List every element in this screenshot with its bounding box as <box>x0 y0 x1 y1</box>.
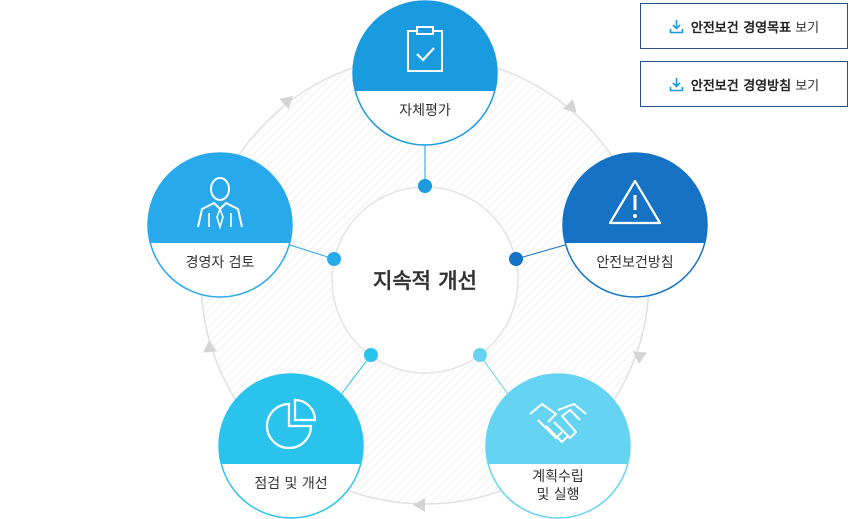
download-icon <box>669 77 684 92</box>
node-review: 경영자 검토 <box>147 152 293 298</box>
node-label: 안전보건방침 <box>596 255 673 271</box>
ring-arrow-icon <box>413 498 425 512</box>
node-label: 자체평가 <box>399 103 451 119</box>
node-label: 점검 및 개선 <box>254 476 327 492</box>
warning-triangle-icon <box>608 179 662 225</box>
pie-chart-icon <box>265 398 317 450</box>
dot-review <box>327 252 341 266</box>
node-border <box>562 152 708 298</box>
ring-arrow-icon <box>203 340 217 353</box>
dot-plan <box>473 348 487 362</box>
node-border <box>147 152 293 298</box>
dot-self-eval <box>418 179 432 193</box>
ring-arrow-icon <box>279 95 293 110</box>
clipboard-check-icon <box>407 26 443 72</box>
node-label: 및 실행 <box>536 487 579 503</box>
dot-inspect <box>364 348 378 362</box>
manager-person-icon <box>197 177 243 230</box>
download-policy-label: 안전보건 경영방침 보기 <box>690 78 820 94</box>
ring-arrows <box>203 95 647 512</box>
node-fill <box>353 1 497 91</box>
center-label: 지속적 개선 <box>373 269 477 293</box>
ring-arrow-icon <box>563 99 577 113</box>
node-self-eval: 자체평가 <box>352 0 498 146</box>
ring-arrow-icon <box>633 351 647 364</box>
node-border <box>352 0 498 146</box>
connector-dots <box>327 179 523 362</box>
download-icon <box>669 19 684 34</box>
handshake-icon <box>529 402 587 443</box>
connectors <box>289 145 566 401</box>
download-goals-label: 안전보건 경영목표 보기 <box>690 20 820 36</box>
node-label: 계획수립 <box>532 469 584 485</box>
download-goals-button[interactable]: 안전보건 경영목표 보기 <box>640 3 848 49</box>
node-label: 경영자 검토 <box>186 255 255 271</box>
dot-policy <box>509 252 523 266</box>
download-policy-button[interactable]: 안전보건 경영방침 보기 <box>640 61 848 107</box>
node-border <box>218 373 364 519</box>
node-border <box>485 373 631 519</box>
node-policy: 안전보건방침 <box>562 152 708 298</box>
node-inspect: 점검 및 개선 <box>218 373 364 519</box>
